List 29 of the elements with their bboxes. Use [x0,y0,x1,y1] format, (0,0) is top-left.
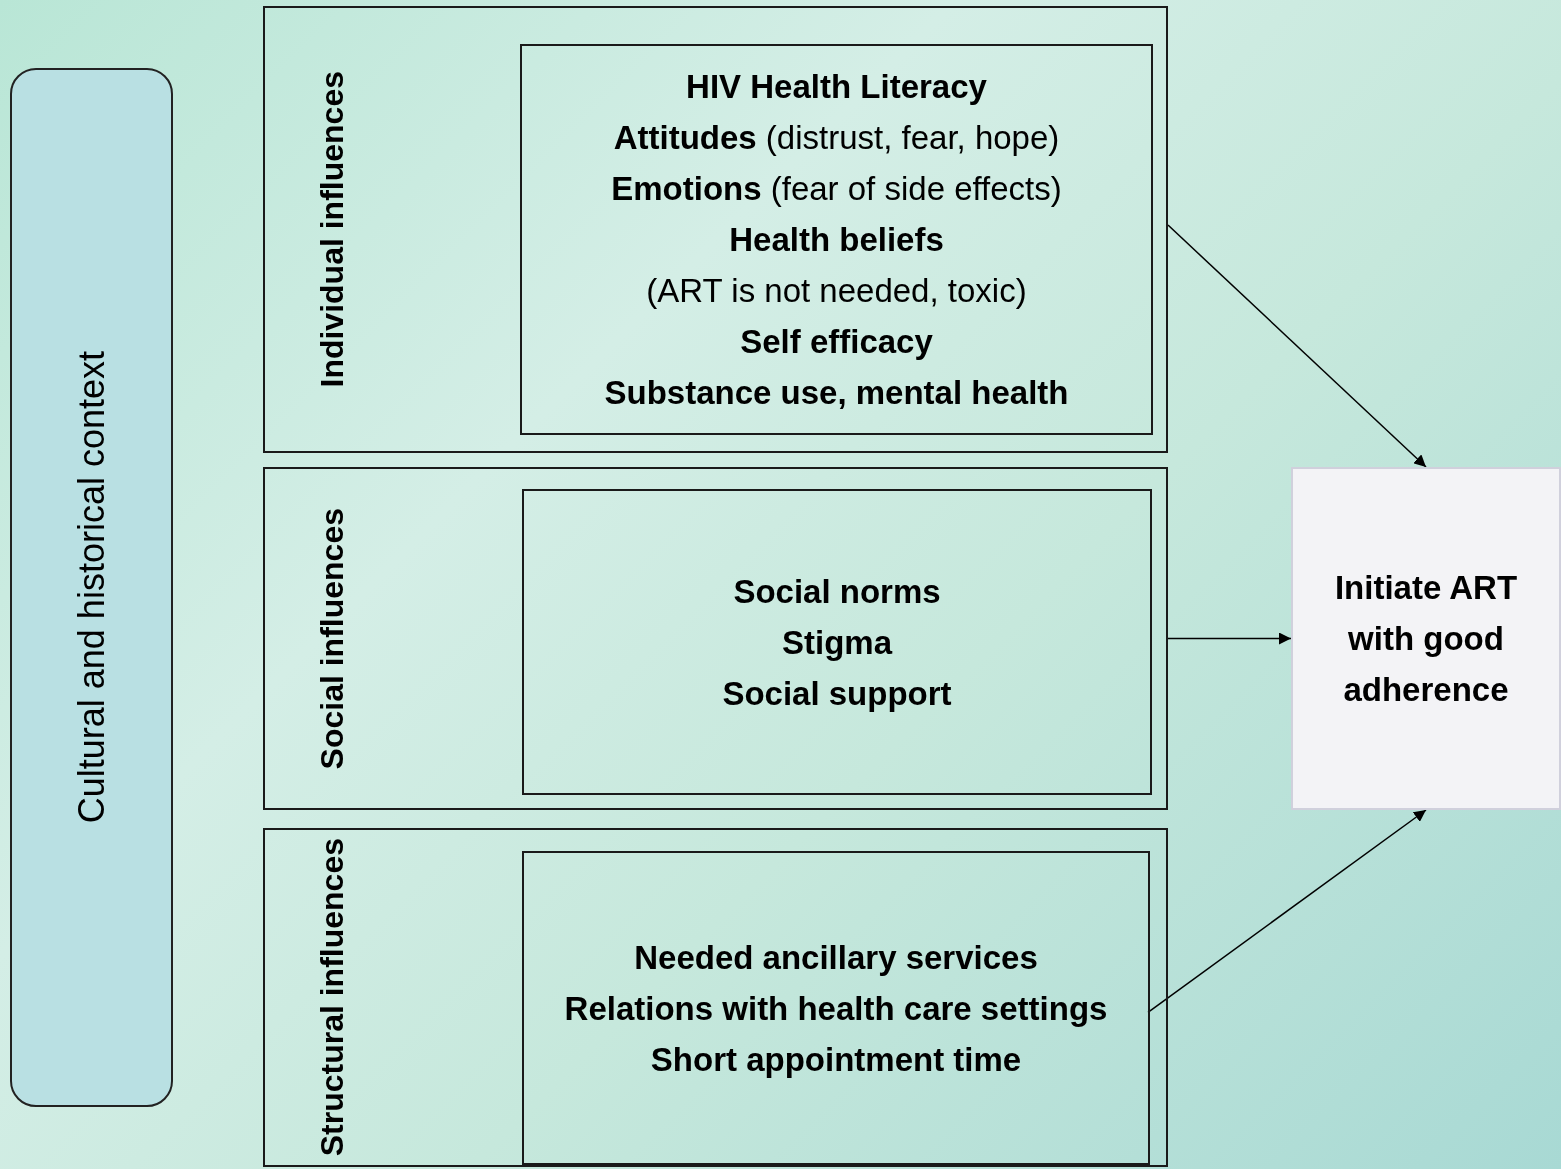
factor-text: Substance use, mental health [604,373,1069,413]
influence-group-box [263,6,1168,453]
arrow [1167,632,1292,645]
influence-group-box [263,467,1168,810]
group-label: Individual influences [315,71,351,388]
group-label: Structural influences [315,838,351,1157]
factor-box [520,44,1153,435]
context-label: Cultural and historical context [69,351,113,824]
arrow [1167,224,1427,468]
factor-text: Health beliefs [729,220,944,260]
factor-text: Social norms [733,571,941,612]
factor-box [522,851,1150,1165]
outcome-box [1291,467,1561,810]
group-label: Social influences [315,507,351,770]
factor-text: Relations with health care settings [564,988,1108,1029]
factor-text: Short appointment time [650,1039,1022,1080]
factor-text: Attitudes (distrust, fear, hope) [613,118,1060,158]
factor-text: Needed ancillary services [634,937,1038,978]
factor-text: HIV Health Literacy [686,67,987,107]
arrow [1147,809,1427,1014]
influence-group-box [263,828,1168,1167]
factor-text: Social support [722,673,952,714]
factor-text: Emotions (fear of side effects) [611,169,1062,209]
context-box [10,68,173,1107]
factor-box [522,489,1152,795]
outcome-label: Initiate ART with good adherence [1333,568,1519,710]
factor-text: Self efficacy [740,322,933,362]
factor-text: (ART is not needed, toxic) [646,271,1027,311]
factor-text: Stigma [782,622,892,663]
